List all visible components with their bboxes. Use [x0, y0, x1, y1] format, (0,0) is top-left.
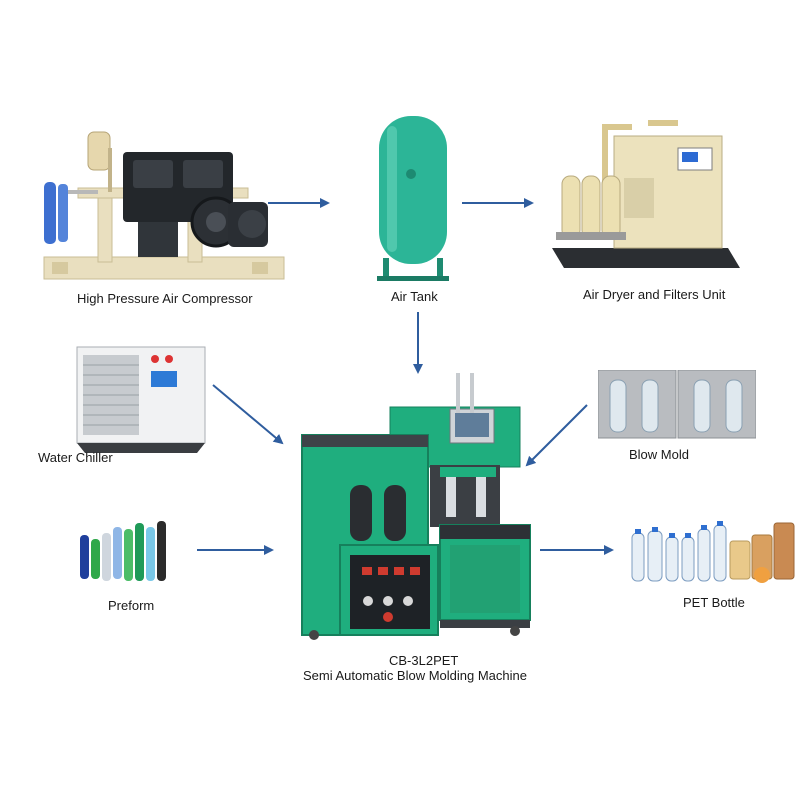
machine-name-label: Semi Automatic Blow Molding Machine	[303, 668, 527, 683]
air-tank-image	[377, 116, 449, 281]
water-chiller-image	[76, 346, 206, 453]
blow-molding-machine-image	[301, 373, 531, 640]
arrow-mold-to-machine	[525, 404, 588, 467]
blow-mold-image	[598, 370, 756, 439]
mold-label: Blow Mold	[629, 447, 689, 462]
preform-image	[80, 521, 166, 581]
bottle-label: PET Bottle	[683, 595, 745, 610]
machine-model-label: CB-3L2PET	[389, 653, 459, 668]
chiller-label: Water Chiller	[38, 450, 113, 465]
air-dryer-image	[552, 120, 740, 268]
arrow-chiller-to-machine	[212, 384, 284, 445]
tank-label: Air Tank	[391, 289, 438, 304]
pet-bottle-image	[631, 521, 795, 583]
preform-label: Preform	[108, 598, 155, 613]
compressor-label: High Pressure Air Compressor	[77, 291, 253, 306]
dryer-label: Air Dryer and Filters Unit	[583, 287, 726, 302]
air-compressor-image	[43, 131, 285, 280]
